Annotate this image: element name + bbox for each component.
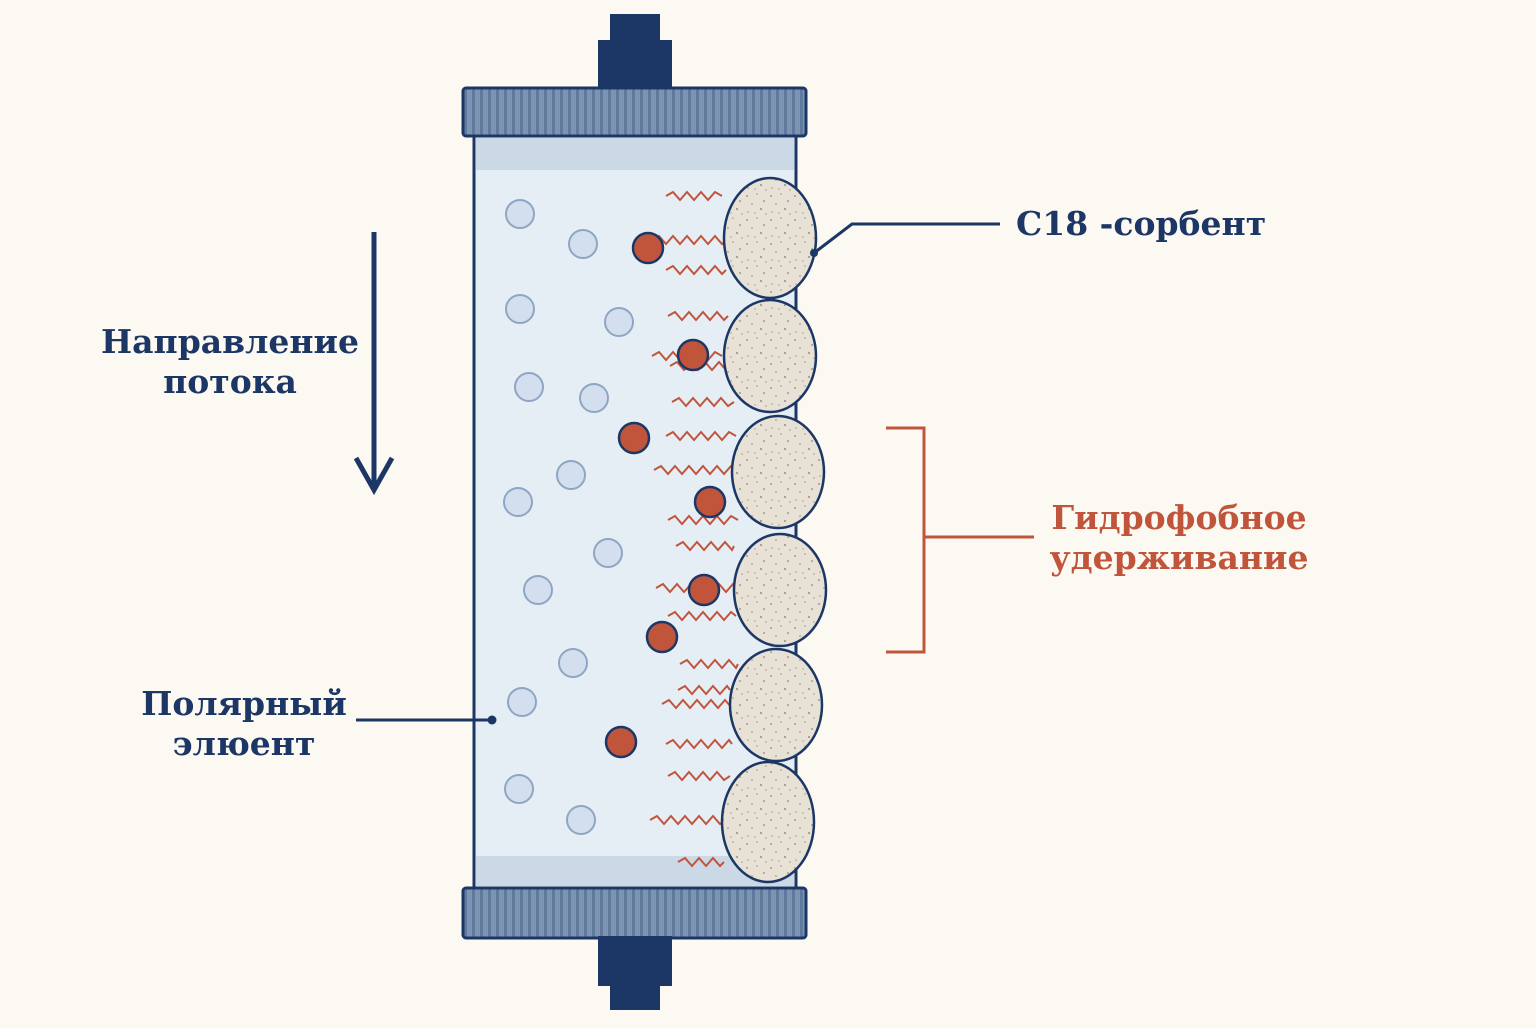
top-frit [476, 138, 794, 170]
retained-analytes [604, 231, 727, 759]
sorbent-leader-line [810, 222, 1000, 257]
polar-eluent-molecules [503, 199, 634, 835]
retention-label-line2: удерживание [1049, 538, 1309, 577]
sorbent-bead [732, 532, 828, 648]
circle-icon [505, 294, 535, 324]
zigzag-icon [665, 430, 737, 442]
sorbent-bead [722, 298, 818, 414]
sorbent-bead [730, 414, 826, 530]
retention-bracket [886, 426, 1034, 654]
zigzag-icon [677, 856, 725, 868]
eluent-label-line2: элюент [172, 724, 316, 763]
filled-circle-icon [631, 231, 665, 265]
zigzag-icon [665, 264, 727, 276]
sorbent-bead [722, 176, 818, 300]
zigzag-icon [679, 658, 739, 670]
sorbent-bead [720, 760, 816, 884]
zigzag-icon [667, 610, 737, 622]
filled-circle-icon [604, 725, 638, 759]
zigzag-icon [665, 738, 733, 750]
arrow-down-icon [353, 232, 395, 496]
circle-icon [514, 372, 544, 402]
circle-icon [579, 383, 609, 413]
circle-icon [504, 774, 534, 804]
filled-circle-icon [645, 620, 679, 654]
zigzag-icon [677, 684, 731, 696]
flow-label-line2: потока [163, 362, 297, 401]
zigzag-icon [649, 814, 727, 826]
retention-label-line1: Гидрофобное [1051, 498, 1307, 537]
filled-circle-icon [676, 338, 710, 372]
filled-circle-icon [687, 573, 721, 607]
circle-icon [568, 229, 598, 259]
zigzag-icon [653, 464, 739, 476]
circle-icon [556, 460, 586, 490]
zigzag-icon [667, 770, 731, 782]
circle-icon [593, 538, 623, 568]
top-fitting [598, 14, 672, 90]
zigzag-icon [675, 540, 735, 552]
hydrophobic-retention-label: Гидрофобное удерживание [1046, 498, 1312, 578]
bottom-end-cap [461, 886, 808, 940]
zigzag-icon [665, 190, 723, 202]
flow-direction-label: Направление потока [100, 322, 360, 402]
eluent-leader-line [356, 715, 497, 725]
circle-icon [503, 487, 533, 517]
top-end-cap [461, 86, 808, 138]
circle-icon [523, 575, 553, 605]
sorbent-bead [728, 647, 824, 763]
zigzag-icon [661, 698, 735, 710]
circle-icon [505, 199, 535, 229]
bottom-fitting [598, 936, 672, 1010]
circle-icon [507, 687, 537, 717]
zigzag-icon [671, 396, 735, 408]
zigzag-icon [667, 310, 729, 322]
flow-label-line1: Направление [101, 322, 359, 361]
sorbent-label-text: C18 -сорбент [1016, 204, 1267, 243]
circle-icon [558, 648, 588, 678]
filled-circle-icon [693, 485, 727, 519]
circle-icon [604, 307, 634, 337]
polar-eluent-label: Полярный элюент [130, 684, 358, 764]
sorbent-label: C18 -сорбент [1016, 204, 1266, 244]
eluent-label-line1: Полярный [141, 684, 347, 723]
filled-circle-icon [617, 421, 651, 455]
c18-sorbent-beads [720, 176, 828, 884]
circle-icon [566, 805, 596, 835]
